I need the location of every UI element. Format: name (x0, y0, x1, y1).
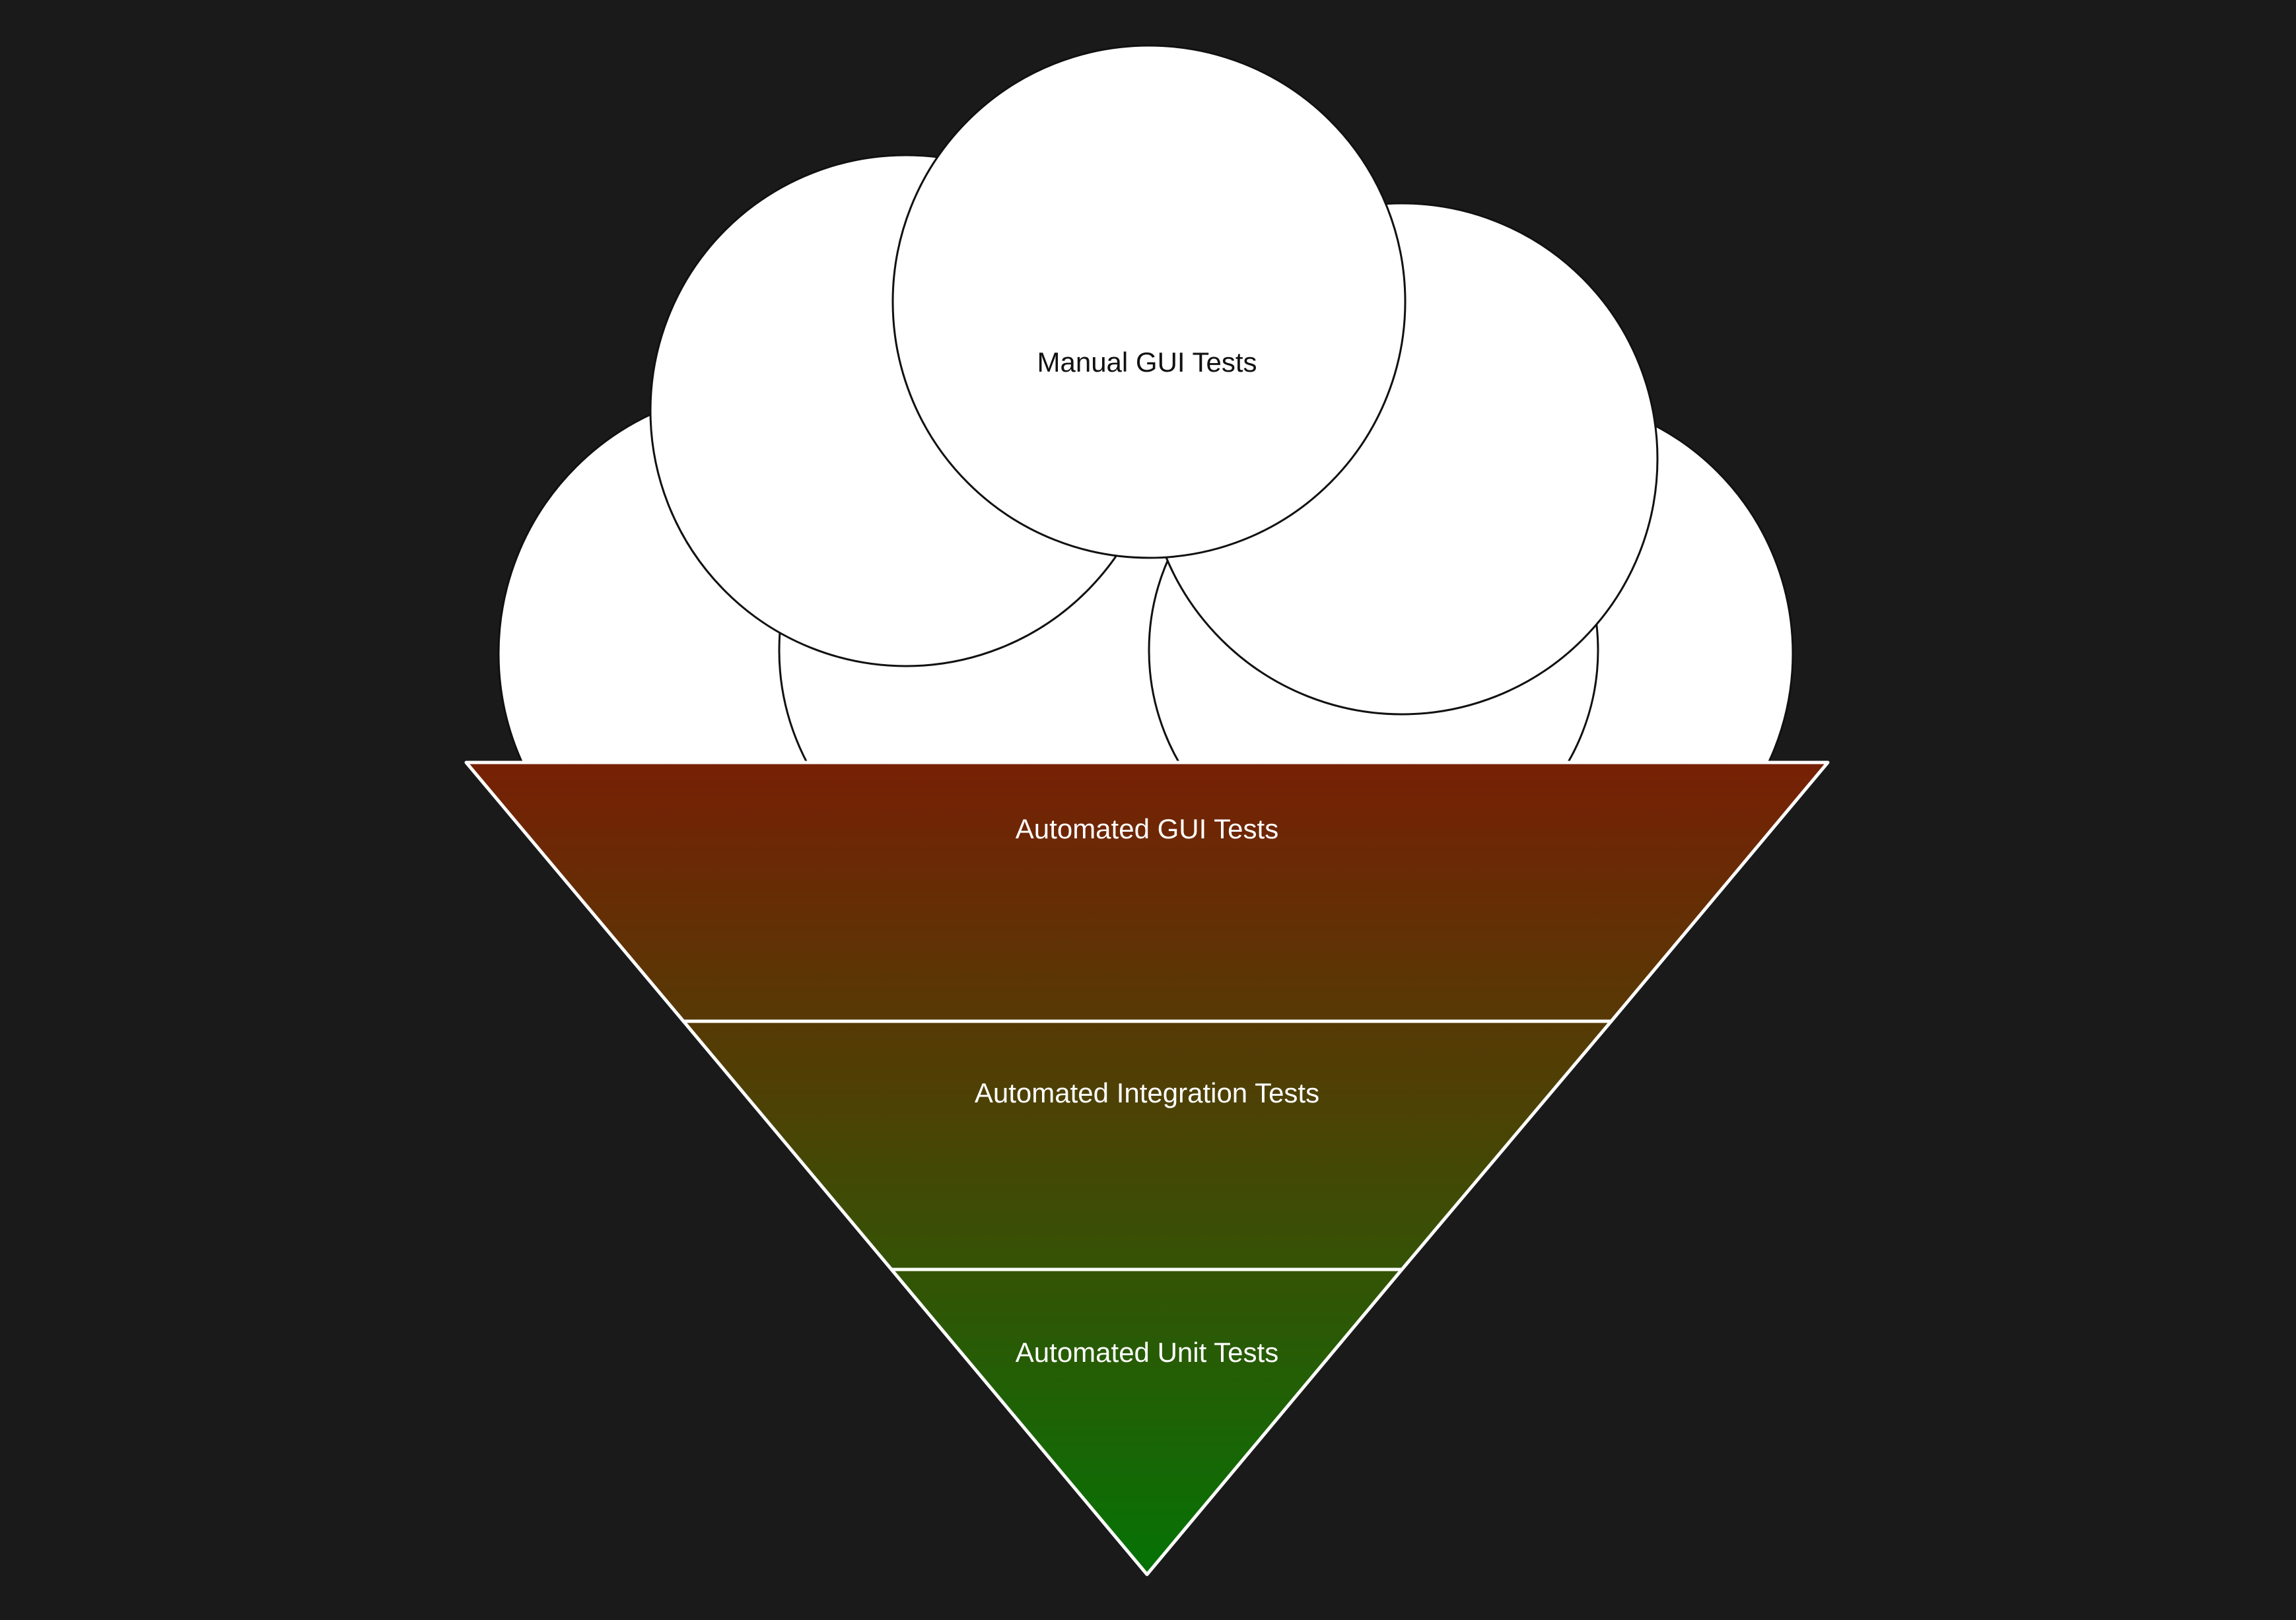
cone (464, 760, 1830, 1576)
scoop-top (891, 44, 1407, 559)
cone-layer-automated-gui (464, 760, 1830, 1023)
label-automated-integration-tests: Automated Integration Tests (975, 1077, 1319, 1108)
label-automated-unit-tests: Automated Unit Tests (1016, 1337, 1278, 1368)
label-automated-gui-tests: Automated GUI Tests (1016, 813, 1278, 844)
label-manual-gui-tests: Manual GUI Tests (1037, 347, 1257, 378)
cone-layer-automated-unit (889, 1267, 1404, 1576)
